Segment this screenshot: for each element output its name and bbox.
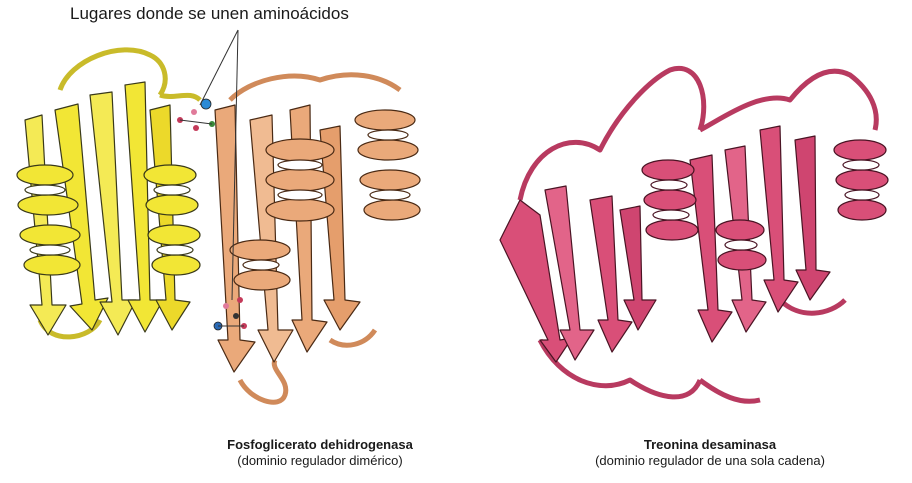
binding-site-upper — [177, 99, 215, 131]
pink-chain — [500, 68, 888, 401]
binding-site-annotation: Lugares donde se unen aminoácidos — [70, 4, 349, 24]
salmon-chain — [215, 75, 420, 402]
left-structure-caption: Fosfoglicerato dehidrogenasa (dominio re… — [190, 437, 450, 469]
left-structure-subtitle: (dominio regulador dimérico) — [190, 453, 450, 469]
right-structure-title: Treonina desaminasa — [560, 437, 860, 453]
right-structure-caption: Treonina desaminasa (dominio regulador d… — [560, 437, 860, 469]
right-structure-subtitle: (dominio regulador de una sola cadena) — [560, 453, 860, 469]
yellow-chain — [17, 50, 200, 337]
left-structure-title: Fosfoglicerato dehidrogenasa — [190, 437, 450, 453]
